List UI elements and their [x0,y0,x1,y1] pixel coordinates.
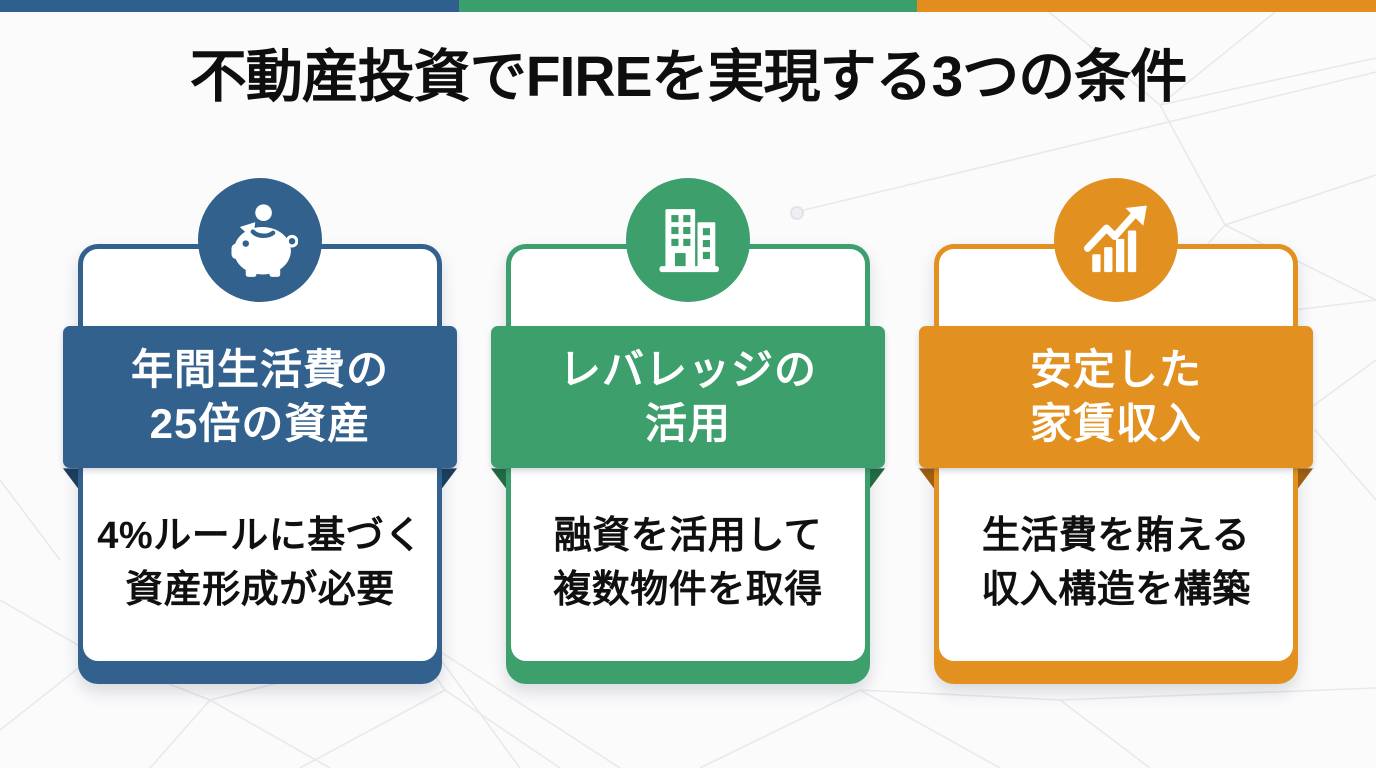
card-description-line: 複数物件を取得 [553,568,823,611]
card-rental-income: 安定した 家賃収入 生活費を賄える 収入構造を構築 [919,178,1313,686]
ribbon-fold-right [442,468,457,489]
card-description-line: 生活費を賄える [981,515,1251,558]
card-description-line: 資産形成が必要 [125,568,395,611]
card-heading-line: 安定した [1029,345,1202,393]
card-description-line: 収入構造を構築 [981,568,1251,611]
card-heading-line: 活用 [644,400,731,448]
top-bar-segment-green [458,0,918,12]
ribbon-fold-right [870,468,885,489]
growth-chart-icon [1054,178,1178,303]
card-heading-ribbon: 安定した 家賃収入 [919,326,1313,469]
ribbon-fold-left [919,468,934,489]
card-heading-ribbon: 年間生活費の 25倍の資産 [63,326,457,469]
top-bar-segment-orange [917,0,1376,12]
ribbon-fold-left [63,468,78,489]
piggy-bank-icon [198,178,322,303]
ribbon-fold-right [1298,468,1313,489]
card-leverage: レバレッジの 活用 融資を活用して 複数物件を取得 [491,178,885,686]
card-assets: 年間生活費の 25倍の資産 4%ルールに基づく 資産形成が必要 [63,178,457,686]
card-frame: 安定した 家賃収入 生活費を賄える 収入構造を構築 [919,244,1313,685]
card-description: 生活費を賄える 収入構造を構築 [940,510,1292,616]
buildings-icon [626,178,750,303]
card-heading-line: 家賃収入 [1029,400,1202,448]
card-description: 融資を活用して 複数物件を取得 [512,510,864,616]
card-heading-line: レバレッジの [558,345,817,393]
card-heading-ribbon: レバレッジの 活用 [491,326,885,469]
card-frame: 年間生活費の 25倍の資産 4%ルールに基づく 資産形成が必要 [63,244,457,685]
card-description-line: 4%ルールに基づく [97,515,423,558]
card-heading-line: 25倍の資産 [149,400,371,448]
cards-row: 年間生活費の 25倍の資産 4%ルールに基づく 資産形成が必要 [0,178,1376,686]
card-description-line: 融資を活用して [553,515,823,558]
top-color-bar [0,0,1376,12]
page-title: 不動産投資でFIREを実現する3つの条件 [189,45,1188,109]
ribbon-fold-left [491,468,506,489]
card-description: 4%ルールに基づく 資産形成が必要 [84,510,436,616]
card-heading-line: 年間生活費の [130,345,389,393]
top-bar-segment-blue [0,0,459,12]
card-frame: レバレッジの 活用 融資を活用して 複数物件を取得 [491,244,885,685]
